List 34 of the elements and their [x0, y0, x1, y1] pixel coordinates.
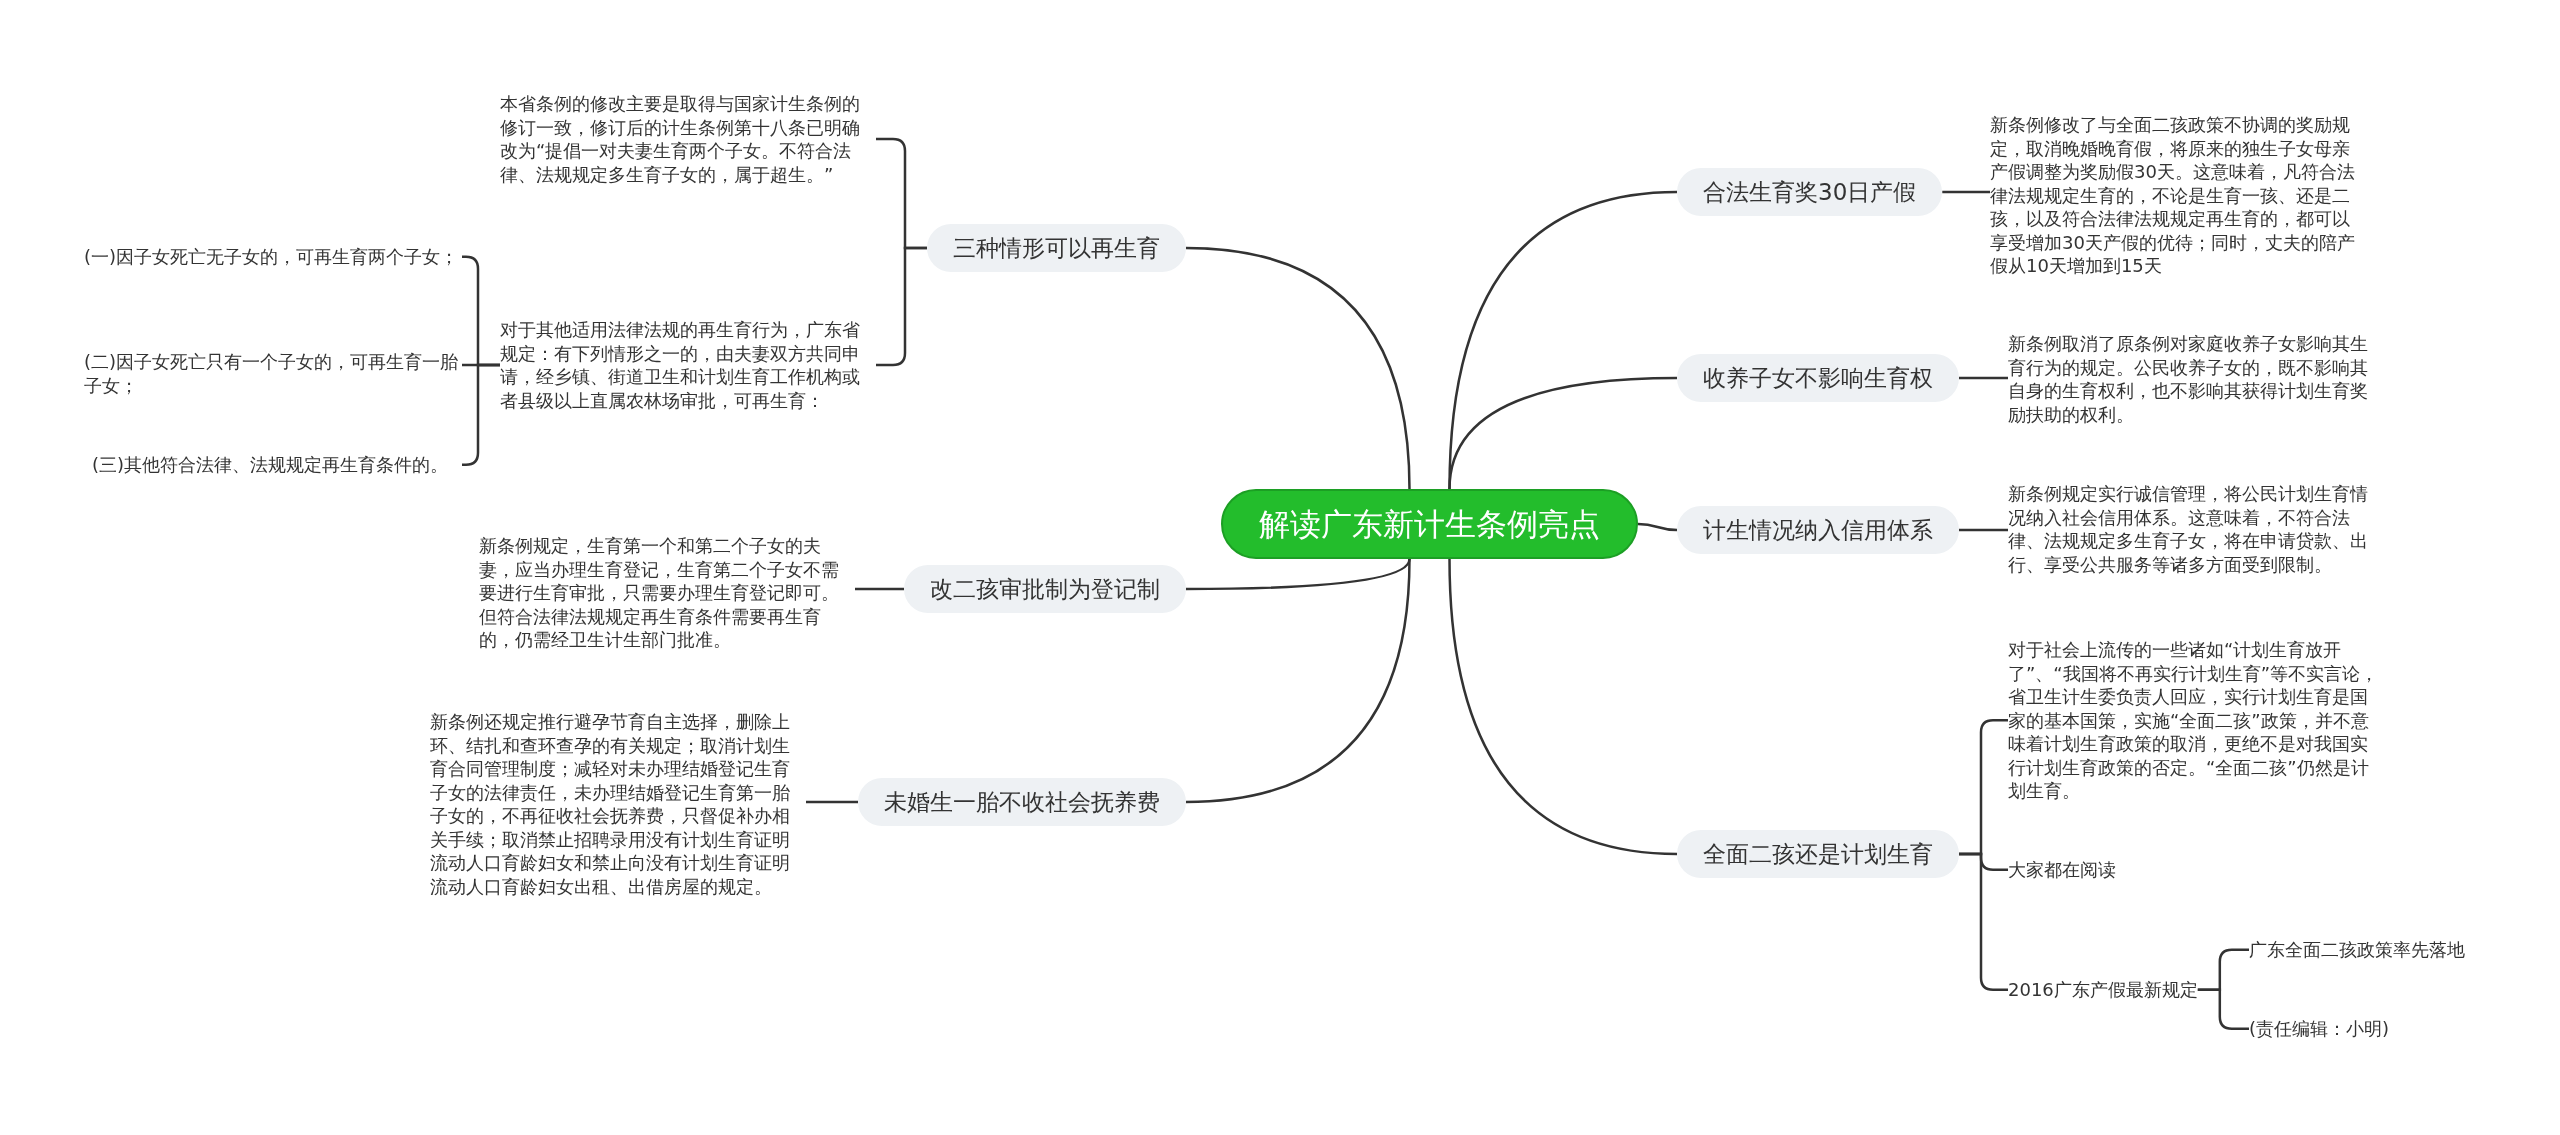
topic-pill: 改二孩审批制为登记制 — [904, 565, 1186, 613]
connector-line — [1185, 558, 1411, 804]
note-text: 新条例规定，生育第一个和第二个子女的夫妻，应当办理生育登记，生育第二个子女不需要进行生育审批，只需要办理生育登记即可。但符合法律法规规定再生育条件需要再生育的，仍需经卫生计生部门批准。 — [479, 534, 855, 652]
topic-pill: 合法生育奖30日产假 — [1677, 168, 1943, 216]
note-text: 2016广东产假最新规定 — [2008, 978, 2198, 1002]
note-text: 广东全面二孩政策率先落地 — [2249, 938, 2465, 962]
topic-pill: 收养子女不影响生育权 — [1677, 354, 1959, 402]
connector-line — [1959, 528, 2008, 532]
connector-line — [806, 800, 858, 804]
topic-pill: 三种情形可以再生育 — [927, 224, 1186, 272]
note-text: 新条例取消了原条例对家庭收养子女影响其生育行为的规定。公民收养子女的，既不影响其自身的生育权利，也不影响其获得计划生育奖励扶助的权利。 — [2008, 332, 2384, 426]
topic-pill: 全面二孩还是计划生育 — [1677, 830, 1959, 878]
note-text: 新条例还规定推行避孕节育自主选择，删除上环、结扎和查环查孕的有关规定；取消计划生育合同管理制度；减轻对未办理结婚登记生育子女的法律责任，未办理结婚登记生育第一胎子女的，不再征收社会抚养费，只督促补办相关手续；取消禁止招聘录用没有计划生育证明流动人口育龄妇女和禁止向没有计划生育证明流动人口育龄妇女出租、出借房屋的规定。 — [430, 710, 806, 898]
note-text: 新条例修改了与全面二孩政策不协调的奖励规定，取消晚婚晚育假，将原来的独生子女母亲产假调整为奖励假30天。这意味着，凡符合法律法规规定生育的，不论是生育一孩、还是二孩，以及符合法律法规规定再生育的，都可以享受增加30天产假的优待；同时，丈夫的陪产假从10天增加到15天 — [1990, 113, 2366, 278]
connector-line — [1448, 558, 1678, 856]
topic-pill: 计生情况纳入信用体系 — [1677, 506, 1959, 554]
note-text: (一)因子女死亡无子女的，可再生育两个子女； — [84, 245, 462, 269]
note-text: 新条例规定实行诚信管理，将公民计划生育情况纳入社会信用体系。这意味着，不符合法律、法规规定多生育子女，将在申请贷款、出行、享受公共服务等诸多方面受到限制。 — [2008, 482, 2384, 576]
connector-line — [1448, 376, 1678, 490]
note-text: 对于其他适用法律法规的再生育行为，广东省规定：有下列情形之一的，由夫妻双方共同申请，经乡镇、街道卫生和计划生育工作机构或者县级以上直属农林场审批，可再生育： — [500, 318, 876, 412]
connector-line — [1959, 376, 2008, 380]
note-text: (三)其他符合法律、法规规定再生育条件的。 — [92, 453, 462, 477]
note-text: 对于社会上流传的一些诸如“计划生育放开了”、“我国将不再实行计划生育”等不实言论，省卫生计生委负责人回应，实行计划生育是国家的基本国策，实施“全面二孩”政策，并不意味着计划生育政策的取消，更绝不是对我国实行计划生育政策的否定。“全面二孩”仍然是计划生育。 — [2008, 638, 2384, 803]
central-topic: 解读广东新计生条例亮点 — [1221, 489, 1638, 559]
connector-line — [2197, 988, 2249, 1030]
note-text: (二)因子女死亡只有一个子女的，可再生育一胎子女； — [84, 350, 462, 397]
connector-line — [1942, 190, 1990, 194]
connector-line — [1185, 246, 1411, 490]
note-text: 大家都在阅读 — [2008, 858, 2116, 882]
connector-line — [1637, 522, 1678, 532]
note-text: (责任编辑：小明) — [2249, 1017, 2390, 1041]
note-text: 本省条例的修改主要是取得与国家计生条例的修订一致，修订后的计生条例第十八条已明确改为“提倡一对夫妻生育两个子女。不符合法律、法规规定多生育子女的，属于超生。” — [500, 92, 876, 186]
connector-line — [855, 587, 904, 591]
topic-pill: 未婚生一胎不收社会抚养费 — [858, 778, 1186, 826]
